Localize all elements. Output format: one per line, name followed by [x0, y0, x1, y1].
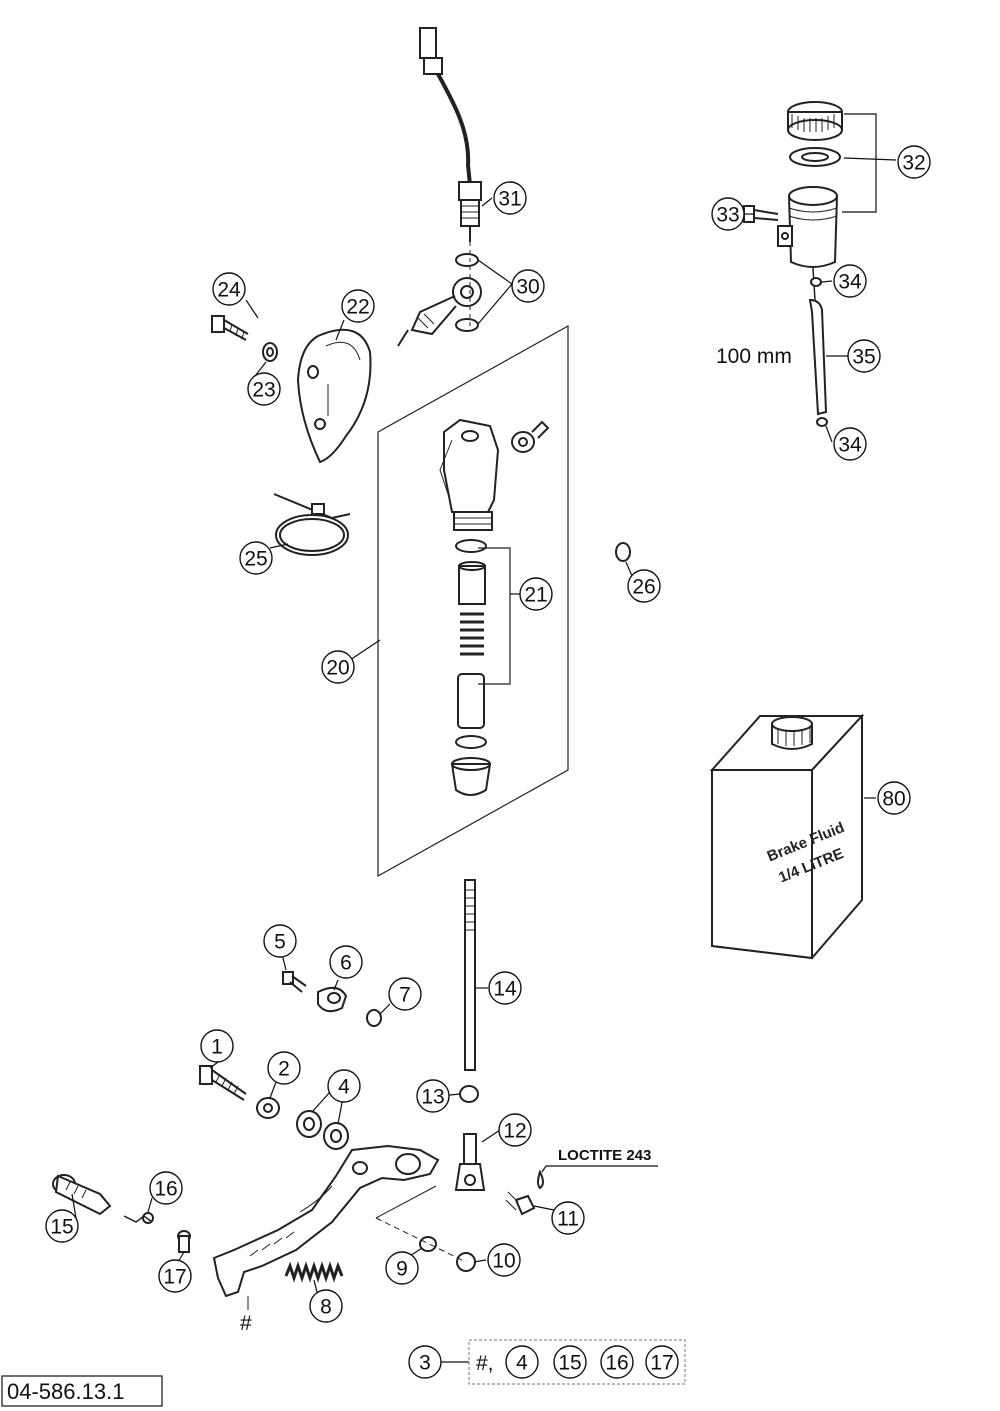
callout-7: 7	[399, 984, 411, 1007]
drawing-reference: 04-586.13.1	[1, 1375, 163, 1407]
callout-5: 5	[274, 931, 286, 954]
callout-33: 33	[716, 204, 739, 227]
callout-10: 10	[492, 1250, 515, 1273]
kit-contents-box: 3 #, 4 15 16 17	[419, 1339, 686, 1385]
pedal-hash-mark: #	[240, 1312, 252, 1335]
callout-25: 25	[244, 548, 267, 571]
callout-4: 4	[338, 1076, 350, 1099]
callout-9: 9	[396, 1258, 408, 1281]
callout-numbers: 31 30 32 33 34 35 34 24 22 23 25 26 21 2…	[50, 152, 925, 1319]
small-nut-drawing	[615, 542, 631, 562]
push-rod-nut-drawing	[459, 1085, 479, 1103]
callout-14: 14	[493, 978, 517, 1001]
drawing-reference-number: 04-586.13.1	[7, 1379, 124, 1404]
callout-31: 31	[498, 188, 521, 211]
stop-screw-drawing	[282, 971, 382, 1027]
master-cylinder-group-frame	[377, 324, 569, 878]
repair-kit-drawing	[450, 539, 511, 796]
clevis-drawing	[454, 1133, 486, 1191]
kit-hash-label: #,	[476, 1352, 494, 1375]
callout-8: 8	[320, 1296, 332, 1319]
callout-34-top: 34	[838, 271, 862, 294]
callout-23: 23	[252, 379, 275, 402]
callout-12: 12	[503, 1120, 526, 1143]
master-cylinder-drawing	[439, 418, 550, 531]
reservoir-drawing	[777, 101, 843, 301]
hose-and-clamps-drawing	[808, 277, 828, 427]
callout-35: 35	[852, 346, 875, 369]
brake-light-switch-drawing	[419, 27, 482, 242]
banjo-fitting-drawing	[397, 242, 482, 347]
kit-item-4: 4	[516, 1352, 528, 1375]
pivot-bolt-drawing	[199, 1065, 349, 1150]
hose-length-label: 100 mm	[716, 345, 792, 368]
callout-circles	[45, 145, 931, 1379]
cable-tie-drawing	[273, 493, 351, 556]
callout-15: 15	[50, 1216, 73, 1239]
callout-6: 6	[340, 952, 352, 975]
part-drawings	[52, 27, 865, 1310]
kit-item-16: 16	[605, 1352, 628, 1375]
callout-2: 2	[278, 1058, 290, 1081]
kit-item-17: 17	[650, 1352, 673, 1375]
callout-30: 30	[516, 276, 539, 299]
callout-32: 32	[902, 152, 925, 175]
callout-11: 11	[557, 1208, 579, 1231]
cover-screw-drawing	[211, 315, 278, 362]
callout-80: 80	[882, 788, 905, 811]
callout-26: 26	[632, 576, 655, 599]
callout-24: 24	[217, 279, 241, 302]
callout-20: 20	[326, 657, 349, 680]
callout-1: 1	[211, 1036, 223, 1059]
callout-17: 17	[163, 1266, 186, 1289]
kit-part-number: 3	[419, 1352, 431, 1375]
callout-16: 16	[154, 1178, 177, 1201]
callout-13: 13	[421, 1086, 444, 1109]
callout-34-bottom: 34	[838, 434, 862, 457]
push-rod-drawing	[464, 879, 476, 1071]
clevis-bolt-drawing	[505, 1169, 544, 1216]
return-spring-drawing	[284, 1261, 344, 1283]
loctite-label: LOCTITE 243	[558, 1147, 651, 1164]
protective-cover-drawing	[296, 328, 372, 464]
brake-fluid-can-drawing	[709, 713, 865, 960]
kit-item-15: 15	[558, 1352, 581, 1375]
brake-pedal-drawing	[212, 1144, 440, 1310]
callout-22: 22	[346, 296, 369, 319]
callout-21: 21	[524, 584, 547, 607]
